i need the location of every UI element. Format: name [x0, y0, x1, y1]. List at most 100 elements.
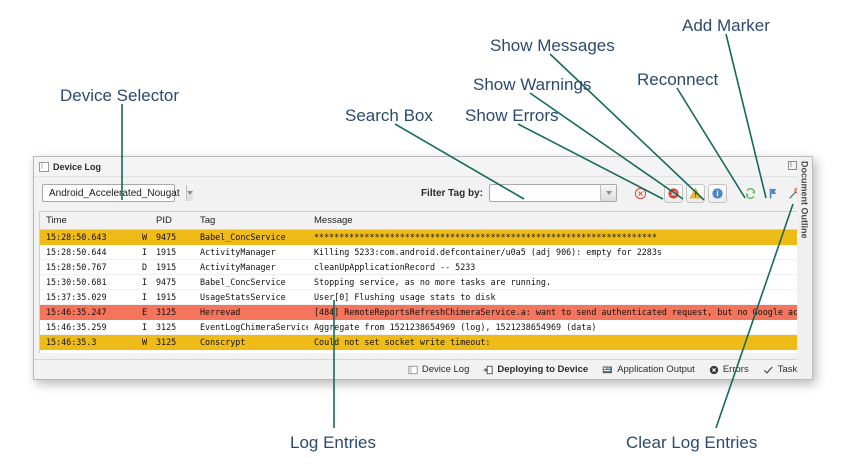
table-row[interactable]: 15:28:50.767 D 1915 ActivityManager cleanUpA… [40, 260, 806, 275]
cell-pid: 9475 [156, 232, 177, 242]
device-selector-value: Android_Accelerated_Nougat [49, 187, 180, 199]
column-header-pid[interactable]: PID [156, 215, 172, 226]
cell-level: I [142, 247, 148, 257]
annotation-label-add-marker: Add Marker [682, 16, 770, 35]
table-row[interactable]: 15:37:35.029 I 1915 UsageStatsService User[0… [40, 290, 806, 305]
show-errors-icon [668, 187, 679, 199]
table-header-row: Time PID Tag Message [40, 212, 806, 230]
statusbar-item-deploying[interactable]: Deploying to Device [483, 364, 588, 375]
cell-message: [484] RemoteReportsRefreshChimeraService… [314, 307, 806, 317]
device-log-tab-icon [39, 161, 49, 172]
cell-level: W [142, 232, 148, 242]
cell-message: Killing 5233:com.android.defcontainer/u0… [314, 247, 662, 257]
cell-level: D [142, 262, 148, 272]
clear-filter-icon [634, 187, 647, 199]
statusbar-label-device-log: Device Log [421, 364, 470, 375]
filter-tag-label: Filter Tag by: [420, 187, 483, 199]
cell-time: 15:46:35.247 [46, 307, 107, 317]
add-marker-icon [769, 188, 777, 198]
cell-message: Could not set socket write timeout: [314, 337, 491, 347]
deploy-icon [483, 365, 493, 374]
panel-titlebar: Device Log × [34, 157, 812, 177]
annotation-label-search-box: Search Box [345, 106, 433, 125]
cell-tag: Babel_ConcService [200, 232, 286, 242]
annotation-label-reconnect: Reconnect [637, 70, 719, 89]
device-log-icon [408, 365, 418, 374]
show-messages-icon [712, 187, 723, 199]
cell-tag: ActivityManager [200, 262, 276, 272]
cell-time: 15:46:35.259 [46, 322, 107, 332]
cell-message: ****************************************… [314, 232, 657, 242]
device-selector[interactable]: Android_Accelerated_Nougat [42, 184, 193, 202]
chevron-down-icon[interactable] [185, 185, 193, 201]
cell-pid: 1915 [156, 247, 177, 257]
reconnect-icon [745, 187, 756, 199]
statusbar-label-deploying: Deploying to Device [497, 364, 589, 375]
tasks-check-icon [763, 366, 773, 374]
statusbar-item-device-log[interactable]: Device Log [408, 364, 470, 375]
cell-level: E [142, 307, 148, 317]
reconnect-button[interactable] [741, 184, 760, 203]
cell-pid: 3125 [156, 337, 177, 347]
show-errors-button[interactable] [664, 183, 683, 203]
minimize-icon [787, 161, 797, 170]
cell-time: 15:28:50.767 [46, 262, 107, 272]
cell-time: 15:30:50.681 [46, 277, 107, 287]
cell-message: User[0] Flushing usage stats to disk [314, 292, 496, 302]
cell-tag: Babel_ConcService [200, 277, 286, 287]
cell-tag: Conscrypt [200, 337, 246, 347]
column-header-tag[interactable]: Tag [200, 215, 216, 226]
column-header-message[interactable]: Message [314, 215, 353, 226]
statusbar-item-errors[interactable]: Errors [709, 364, 749, 375]
annotation-label-show-errors: Show Errors [465, 106, 559, 125]
search-chevron-down-icon[interactable] [600, 185, 616, 201]
table-row[interactable]: 15:30:50.681 I 9475 Babel_ConcService Stoppi… [40, 275, 806, 290]
cell-tag: EventLogChimeraService [200, 322, 308, 332]
clear-filter-button[interactable] [631, 184, 650, 203]
show-warnings-button[interactable] [686, 183, 705, 203]
cell-time: 15:28:50.644 [46, 247, 107, 257]
tab-device-log-label: Device Log [53, 161, 102, 172]
statusbar-item-application-output[interactable]: Application Output [602, 364, 695, 375]
statusbar: Device Log Deploying to Device Applicati… [34, 359, 812, 379]
annotation-label-show-warnings: Show Warnings [473, 75, 592, 94]
search-input[interactable] [489, 184, 617, 202]
document-outline-label: Document Outline [799, 161, 810, 239]
annotation-label-device-selector: Device Selector [60, 86, 180, 105]
annotation-label-clear-log-entries: Clear Log Entries [626, 433, 758, 452]
cell-level: I [142, 322, 148, 332]
cell-message: Aggregate from 1521238654969 (log), 1521… [314, 322, 597, 332]
cell-pid: 1915 [156, 262, 177, 272]
cell-tag: UsageStatsService [200, 292, 286, 302]
tab-device-log[interactable]: Device Log [39, 161, 102, 172]
cell-time: 15:28:50.643 [46, 232, 107, 242]
document-outline-tab[interactable]: Document Outline [797, 156, 813, 380]
cell-tag: Herrevad [200, 307, 241, 317]
cell-message: cleanUpApplicationRecord -- 5233 [314, 262, 476, 272]
cell-time: 15:37:35.029 [46, 292, 107, 302]
cell-message: Stopping service, as no more tasks are r… [314, 277, 551, 287]
annotation-label-show-messages: Show Messages [490, 36, 615, 55]
show-messages-button[interactable] [708, 183, 727, 203]
panel-toolbar: Android_Accelerated_Nougat Filter Tag by… [34, 177, 812, 209]
errors-icon [709, 365, 718, 374]
cell-pid: 1915 [156, 292, 177, 302]
cell-pid: 9475 [156, 277, 177, 287]
column-header-time[interactable]: Time [46, 215, 67, 226]
minimize-button[interactable] [787, 161, 797, 172]
table-row[interactable]: 15:46:35.247 E 3125 Herrevad [484] RemoteRep… [40, 305, 806, 320]
annotation-label-log-entries: Log Entries [290, 433, 376, 452]
device-log-panel: Device Log × Android_Accelerated_Nougat … [33, 156, 813, 380]
statusbar-label-errors: Errors [722, 364, 749, 375]
cell-level: I [142, 292, 148, 302]
add-marker-button[interactable] [763, 184, 782, 203]
cell-pid: 3125 [156, 307, 177, 317]
cell-level: I [142, 277, 148, 287]
table-row[interactable]: 15:28:50.643 W 9475 Babel_ConcService ******… [40, 230, 806, 245]
show-warnings-icon [689, 187, 702, 198]
